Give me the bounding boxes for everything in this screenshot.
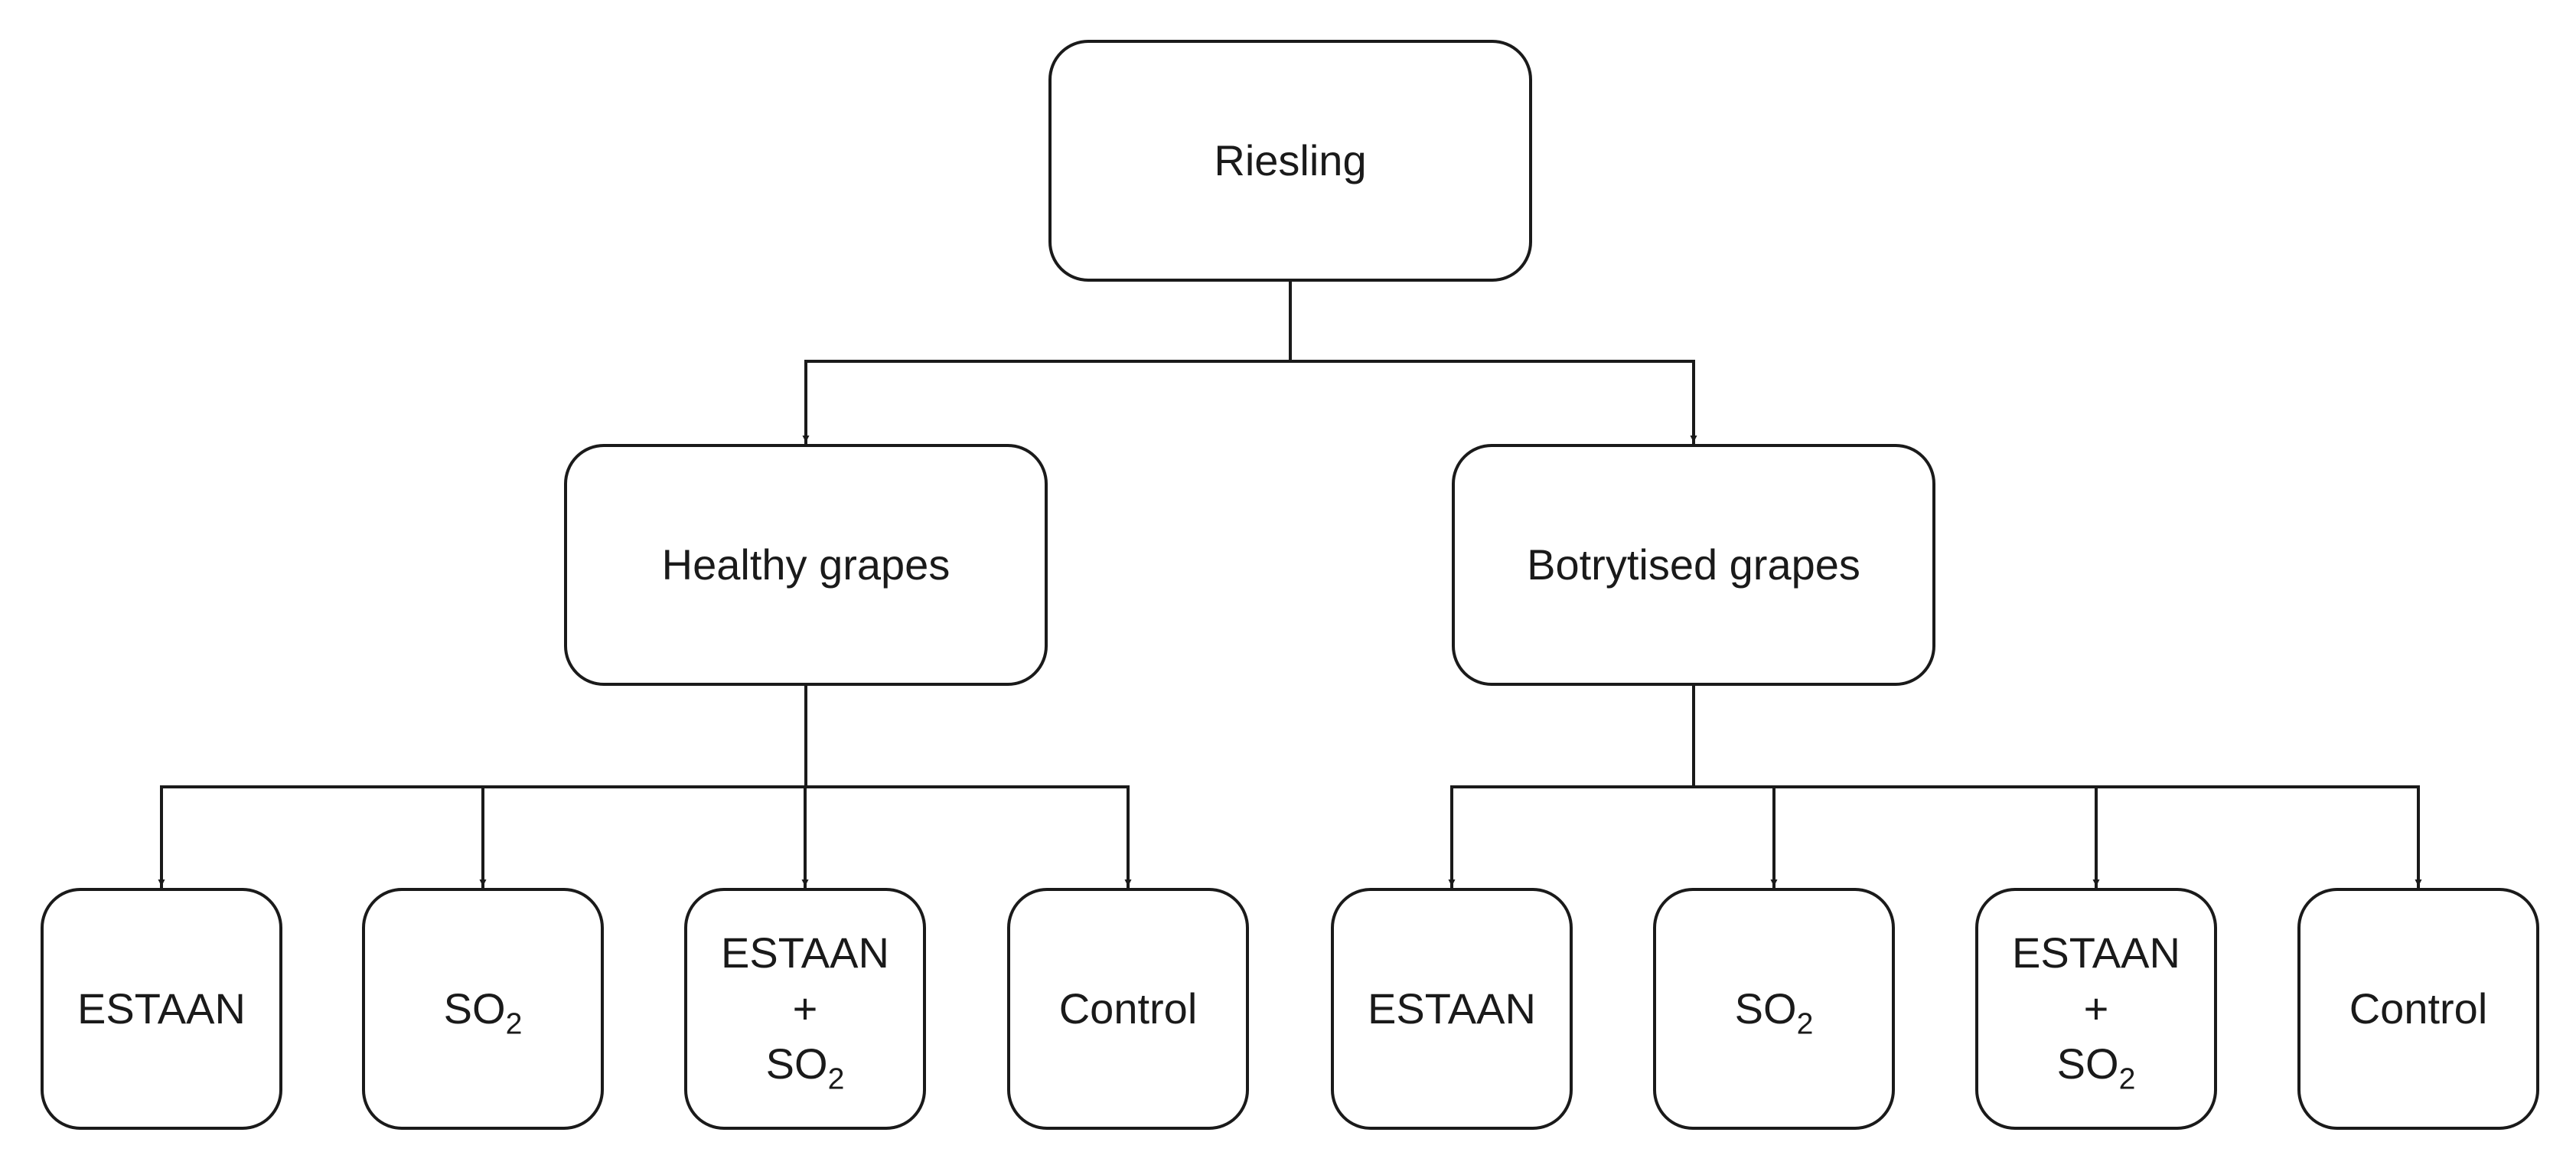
combo-plus: +: [792, 984, 818, 1033]
node-botrytised-grapes: Botrytised grapes: [1452, 444, 1935, 686]
leaf-estaan: ESTAAN: [1331, 888, 1573, 1130]
so2-sub: 2: [1796, 1007, 1814, 1041]
connectors: [158, 280, 2422, 888]
so2-sub: 2: [827, 1063, 845, 1097]
leaf-label: Control: [1058, 984, 1198, 1033]
so2-sub: 2: [505, 1007, 523, 1041]
so2-base: SO: [2056, 1039, 2119, 1088]
so2-base: SO: [1734, 984, 1797, 1033]
combo-plus: +: [2083, 984, 2109, 1033]
root-node-riesling: Riesling: [1048, 40, 1532, 282]
leaf-estaan: ESTAAN: [41, 888, 282, 1130]
leaf-control: Control: [1007, 888, 1249, 1130]
leaf-control: Control: [2297, 888, 2539, 1130]
leaf-label-stack: ESTAAN + SO2: [2012, 925, 2180, 1095]
leaf-label: SO2: [1734, 981, 1814, 1041]
leaf-so2: SO2: [362, 888, 604, 1130]
leaf-label: SO2: [443, 981, 523, 1041]
combo-top: ESTAAN: [721, 928, 889, 977]
branch-label: Botrytised grapes: [1527, 540, 1860, 589]
combo-top: ESTAAN: [2012, 928, 2180, 977]
root-label: Riesling: [1214, 135, 1367, 184]
leaf-label: Control: [2349, 984, 2488, 1033]
combo-so2: SO2: [765, 1036, 845, 1095]
leaf-estaan-plus-so2: ESTAAN + SO2: [684, 888, 926, 1130]
so2-base: SO: [765, 1039, 828, 1088]
leaf-label: ESTAAN: [1368, 984, 1536, 1033]
so2-sub: 2: [2118, 1063, 2136, 1097]
leaf-label: ESTAAN: [77, 984, 246, 1033]
node-healthy-grapes: Healthy grapes: [564, 444, 1048, 686]
leaf-estaan-plus-so2: ESTAAN + SO2: [1975, 888, 2217, 1130]
leaf-so2: SO2: [1653, 888, 1895, 1130]
combo-so2: SO2: [2056, 1036, 2136, 1095]
so2-base: SO: [443, 984, 506, 1033]
leaf-label-stack: ESTAAN + SO2: [721, 925, 889, 1095]
branch-label: Healthy grapes: [661, 540, 951, 589]
